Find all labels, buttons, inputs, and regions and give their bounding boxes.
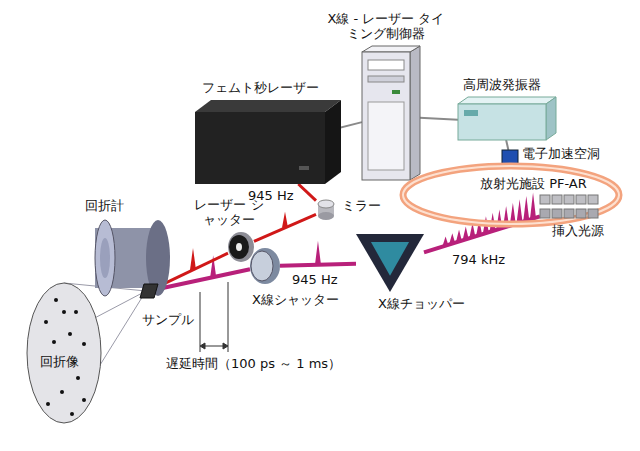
pulse [523,196,529,221]
timing-controller-shape [362,52,410,180]
sample-shape [140,284,158,298]
device-label: サンプル [142,312,212,328]
xray-shutter-shape [250,248,280,284]
frequency-label: 945 Hz [292,272,338,288]
insertion-device-shape [540,195,600,219]
laser-shutter-shape [228,232,254,262]
device-label: 電子加速空洞 [522,146,614,162]
delay-bracket [200,282,228,352]
device-label: 放射光施設 PF-AR [480,176,612,192]
delay-label: 遅延時間（100 ps ～ 1 ms） [166,356,341,372]
pulse [282,212,288,228]
rf-oscillator-shape [458,104,546,140]
mirror-shape [316,200,336,220]
pulse [463,226,469,239]
pulse [530,192,536,218]
accelerating-cavity: 電子加速空洞 [502,150,518,164]
frequency-label: 945 Hz [248,188,294,204]
frequency-label: 794 kHz [452,252,505,268]
diffractometer: 回折計 [95,218,170,298]
device-label: X線チョッパー [378,296,478,312]
femtosecond-laser-shape [195,112,325,184]
femtosecond-laser: フェムト秒レーザー [195,112,325,184]
xray-chopper: X線チョッパー [356,234,424,292]
sample: サンプル [140,284,158,298]
pulse [190,248,196,270]
beam [298,184,316,201]
pulse [517,199,523,222]
device-label: 高周波発振器 [452,77,552,93]
rf-oscillator: 高周波発振器 [458,104,546,140]
cable [506,140,508,150]
device-label: 挿入光源 [552,223,622,239]
pulse [315,241,321,265]
device-label: 回折像 [40,354,90,370]
mirror: ミラー [316,200,336,220]
timing-controller: X線 - レーザー タイミング制御器 [362,52,410,180]
pulse [449,233,455,243]
beam [280,241,356,266]
laser-shutter: レーザー シャッター [228,232,254,262]
insertion-device: 挿入光源 [540,195,600,219]
xray-chopper-shape [356,234,424,292]
beam [254,212,316,241]
connector-line [506,140,508,150]
device-label: フェムト秒レーザー [195,80,325,96]
diffraction-image-shape [26,282,102,424]
device-label: X線シャッター [252,292,342,308]
connector-line [298,184,316,201]
pulse [456,230,462,242]
accelerating-cavity-shape [502,150,518,164]
device-label: X線 - レーザー タイミング制御器 [326,11,446,42]
pulse [443,237,449,246]
device-label: ミラー [342,198,402,214]
xray-shutter: X線シャッター [250,248,280,284]
device-label: 回折計 [85,198,145,214]
diffraction-image: 回折像 [26,282,102,424]
diffractometer-shape [95,218,170,298]
